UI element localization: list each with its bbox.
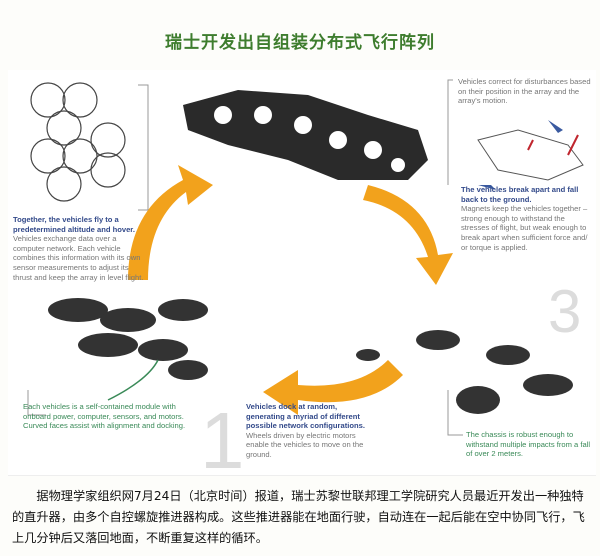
break-step-text: The vehicles break apart and fall back t… [461,185,591,252]
hex-outline-diagram [30,82,126,202]
flight-step-text: Together, the vehicles fly to a predeter… [13,215,148,282]
dock-step-text: Vehicles dock at random, generating a my… [246,402,366,460]
infographic: 1 3 Together, the vehicles fly to a pred… [8,70,596,476]
falling-vehicles [356,330,573,414]
break-step-body: Magnets keep the vehicles together – str… [461,204,588,252]
step-number-1: 1 [200,396,245,475]
leader-line [447,79,453,185]
module-note: Each vehicles is a self-contained module… [23,402,186,431]
disturbance-diagram [477,129,584,181]
dock-step-heading: Vehicles dock at random, generating a my… [246,402,365,431]
step-number-3: 3 [548,278,581,345]
flying-array [183,90,428,180]
dock-step-body: Wheels driven by electric motors enable … [246,430,364,459]
disturbance-note: Vehicles correct for disturbances based … [458,77,591,106]
leader-line [138,84,149,211]
flight-step-heading: Together, the vehicles fly to a predeter… [13,215,135,234]
docked-vehicles [48,298,208,380]
flight-step-body: Vehicles exchange data over a computer n… [13,234,144,282]
break-step-heading: The vehicles break apart and fall back t… [461,185,579,204]
article-title: 瑞士开发出自组装分布式飞行阵列 [165,33,435,53]
article-paragraph: 据物理学家组织网7月24日（北京时间）报道，瑞士苏黎世联邦理工学院研究人员最近开… [12,489,585,545]
cycle-arrows [128,165,453,415]
infographic-drawing: 1 3 [27,79,584,475]
chassis-note: The chassis is robust enough to withstan… [466,430,591,459]
